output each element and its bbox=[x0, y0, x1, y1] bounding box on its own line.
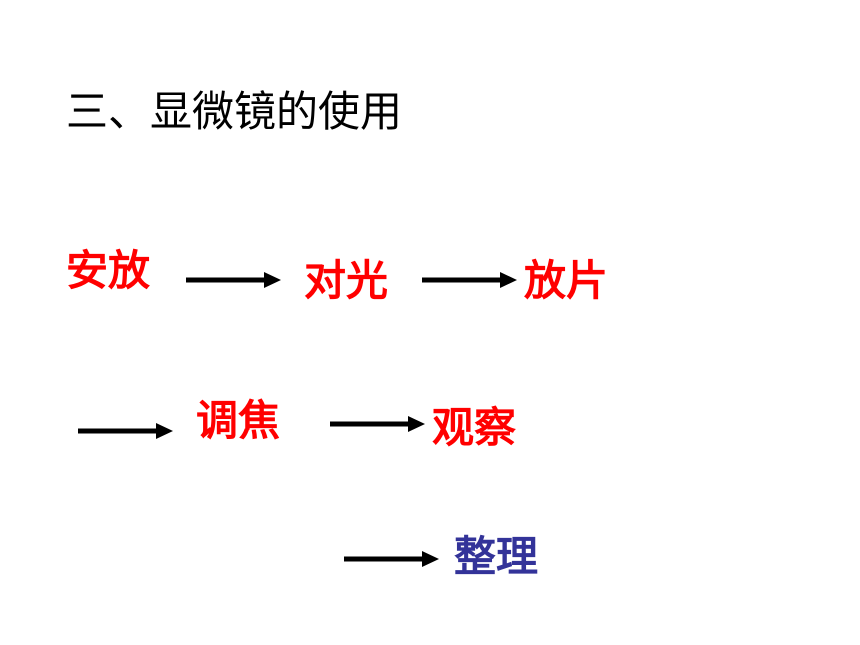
arrow-right-icon bbox=[422, 272, 517, 288]
step-guancha: 观察 bbox=[432, 403, 517, 452]
arrow-right-icon bbox=[186, 272, 281, 288]
step-anfang: 安放 bbox=[66, 246, 151, 295]
slide-title: 三、显微镜的使用 bbox=[66, 87, 403, 136]
step-tiaojiao: 调焦 bbox=[196, 396, 281, 445]
arrow-right-icon bbox=[330, 416, 425, 432]
arrow-right-icon bbox=[344, 551, 439, 567]
step-fangpian: 放片 bbox=[524, 256, 609, 305]
arrow-right-icon bbox=[78, 423, 173, 439]
step-zhengli: 整理 bbox=[454, 532, 539, 581]
step-duiguang: 对光 bbox=[304, 256, 389, 305]
